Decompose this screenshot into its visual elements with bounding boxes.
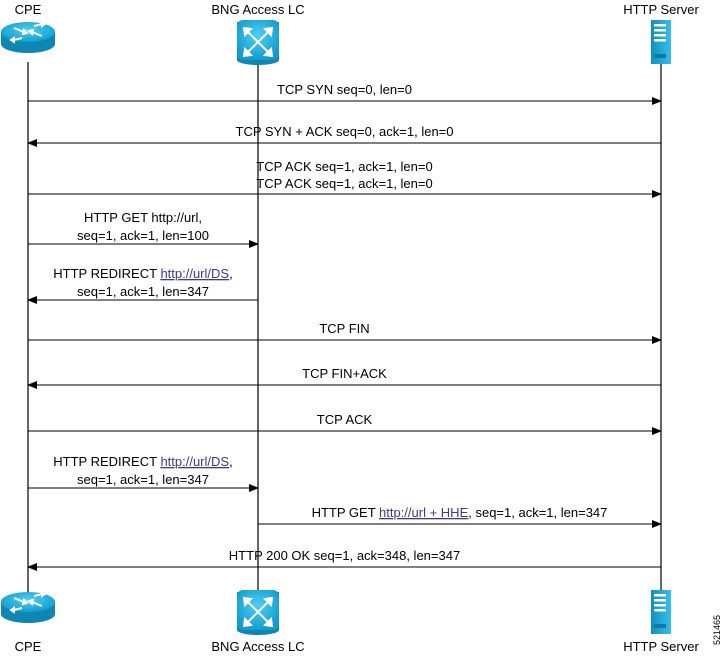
participant-label-server-bottom: HTTP Server [623, 639, 699, 654]
message-label-tcp-ack-1: TCP ACK seq=1, ack=1, len=0 [256, 159, 432, 174]
figure-number: 521465 [712, 615, 722, 645]
message-label-tcp-fin: TCP FIN [319, 321, 369, 336]
message-label-http-get-2: HTTP GET http://url + HHE, seq=1, ack=1,… [312, 505, 608, 520]
message-label-http-get-1: HTTP GET http://url, [84, 210, 202, 225]
switch-icon [237, 590, 279, 635]
server-icon [651, 590, 671, 634]
router-icon [1, 590, 55, 623]
participant-label-bng-top: BNG Access LC [211, 2, 304, 17]
router-icon [1, 20, 55, 53]
server-icon [651, 20, 671, 64]
message-label-tcp-ack-2: TCP ACK [317, 412, 373, 427]
message-label-http-redirect-2: seq=1, ack=1, len=347 [77, 472, 209, 487]
participant-label-cpe-top: CPE [15, 2, 42, 17]
participant-label-server-top: HTTP Server [623, 2, 699, 17]
switch-icon [237, 20, 279, 65]
url-link[interactable]: http://url/DS [160, 266, 229, 281]
message-label-http-redirect-1: seq=1, ack=1, len=347 [77, 284, 209, 299]
message-label-http-redirect-2: HTTP REDIRECT http://url/DS, [53, 454, 232, 469]
message-label-tcp-syn-ack: TCP SYN + ACK seq=0, ack=1, len=0 [236, 124, 454, 139]
url-link[interactable]: http://url/DS [160, 454, 229, 469]
message-label-tcp-syn: TCP SYN seq=0, len=0 [277, 82, 412, 97]
message-label-http-get-1: seq=1, ack=1, len=100 [77, 228, 209, 243]
message-label-tcp-fin-ack: TCP FIN+ACK [302, 366, 387, 381]
message-label-http-redirect-1: HTTP REDIRECT http://url/DS, [53, 266, 232, 281]
participant-label-bng-bottom: BNG Access LC [211, 639, 304, 654]
url-link[interactable]: http://url + HHE [379, 505, 469, 520]
message-label-http-200: HTTP 200 OK seq=1, ack=348, len=347 [229, 548, 460, 563]
message-label-tcp-ack-1: TCP ACK seq=1, ack=1, len=0 [256, 176, 432, 191]
participant-label-cpe-bottom: CPE [15, 639, 42, 654]
